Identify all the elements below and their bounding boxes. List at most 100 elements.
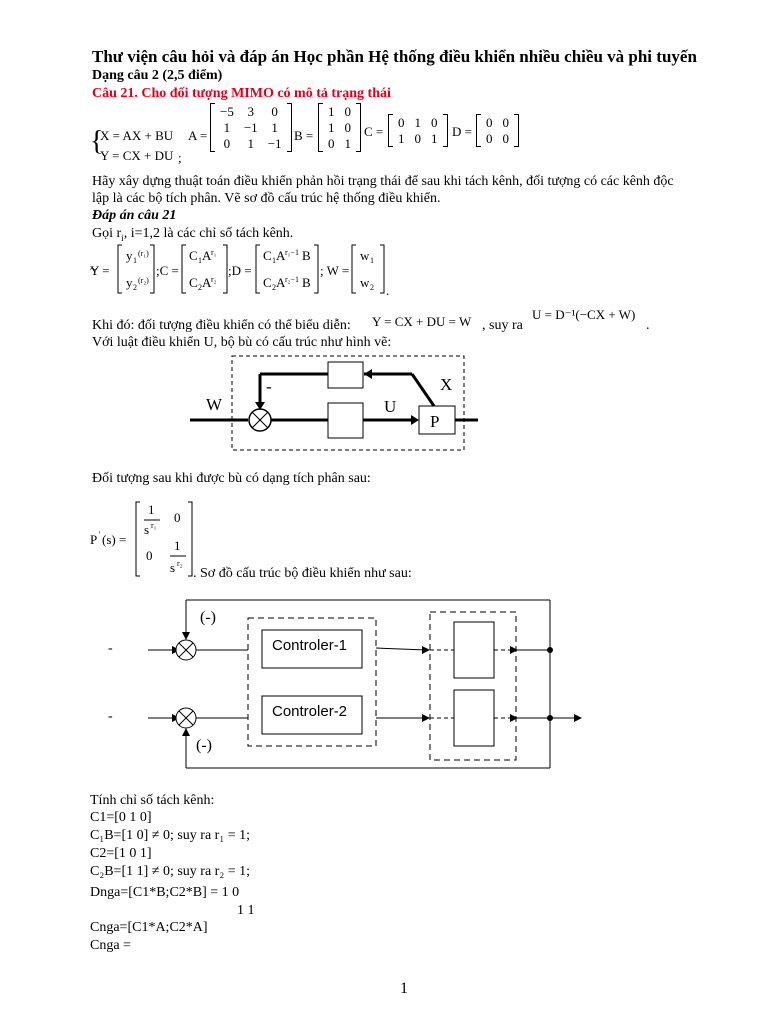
- svg-text:B: B: [302, 275, 311, 290]
- label-w: W: [206, 395, 223, 414]
- C-cell: 1: [398, 130, 405, 146]
- label-x: X: [440, 375, 452, 394]
- page-title: Thư viện câu hỏi và đáp án Học phần Hệ t…: [92, 47, 697, 66]
- matrix-b-label: B =: [294, 128, 314, 143]
- A-cell: 3: [247, 103, 255, 119]
- semicolon: ;: [178, 150, 182, 165]
- question-heading: Câu 21. Cho đối tượng MIMO có mô tả trạn…: [92, 86, 391, 101]
- svg-text:': ': [99, 530, 101, 539]
- svg-text:r₂: r₂: [177, 559, 183, 568]
- plant-block-2: [453, 689, 495, 747]
- A-cell: −1: [243, 119, 258, 135]
- svg-text:(s) =: (s) =: [102, 532, 126, 547]
- controller-2-label: Controler-2: [272, 703, 347, 720]
- svg-text:C: C: [189, 248, 198, 263]
- page-number: 1: [400, 980, 408, 997]
- representation-eq: Y = CX + DU = W: [372, 314, 472, 329]
- brace: {: [90, 126, 104, 157]
- svg-text:1: 1: [370, 256, 374, 265]
- plant-block-1: [453, 621, 495, 679]
- compensator-diagram: W - U X P: [190, 355, 478, 451]
- controller-2-block: [261, 695, 363, 735]
- svg-text:P: P: [90, 532, 97, 547]
- label-minus: -: [266, 377, 272, 396]
- svg-text:0: 0: [146, 548, 153, 563]
- state-equation: X = AX + BU: [100, 128, 174, 143]
- period: .: [646, 318, 650, 333]
- svg-text:s: s: [144, 522, 149, 537]
- dnga-line-2: 1 1: [237, 903, 255, 918]
- svg-text:2: 2: [198, 283, 202, 292]
- matrix-d-label: D =: [452, 124, 472, 139]
- control-law-eq: U = D⁻¹(−CX + W): [532, 307, 636, 322]
- label-u: U: [384, 397, 396, 416]
- label-p: P: [430, 412, 439, 431]
- A-cell: −1: [267, 135, 282, 151]
- A-cell: 0: [271, 103, 278, 119]
- A-cell: 1: [247, 135, 255, 151]
- neg-sign-top: (-): [200, 609, 216, 626]
- neg-sign-bottom: (-): [196, 737, 212, 754]
- svg-text:r₂: r₂: [211, 275, 217, 284]
- cnga-line-2: Cnga =: [90, 938, 131, 953]
- c1b-line: C₁B=[1 0] ≠ 0; suy ra r₁ = 1;: [90, 828, 251, 843]
- svg-text:A: A: [202, 275, 212, 290]
- B-cell: 0: [344, 119, 352, 135]
- cnga-line: Cnga=[C1*A;C2*A]: [90, 920, 208, 935]
- svg-text:; W =: ; W =: [320, 263, 349, 278]
- svg-text:y: y: [126, 275, 133, 290]
- A-cell: 1: [223, 119, 231, 135]
- c2-line: C2=[1 0 1]: [90, 846, 152, 861]
- svg-text:A: A: [202, 248, 212, 263]
- svg-text:r₁: r₁: [151, 521, 157, 530]
- svg-text:2: 2: [272, 283, 276, 292]
- B-cell: 0: [344, 103, 352, 119]
- svg-text:w: w: [360, 275, 370, 290]
- task-text-2: lập là các bộ tích phân. Vẽ sơ đồ cấu tr…: [92, 191, 441, 206]
- feedback-block: [327, 361, 364, 389]
- index-definition: Gọi ri, i=1,2 là các chỉ số tách kênh.: [92, 226, 294, 243]
- svg-text:Y =: Y =: [90, 263, 110, 278]
- svg-text:.: .: [386, 283, 389, 298]
- integral-form-text: Đối tượng sau khi được bù có dạng tích p…: [92, 471, 371, 486]
- A-cell: −5: [220, 103, 234, 119]
- svg-text:;D =: ;D =: [228, 263, 252, 278]
- c2b-line: C₂B=[1 1] ≠ 0; suy ra r₂ = 1;: [90, 864, 251, 879]
- D-cell: 0: [486, 114, 493, 130]
- c1-line: C1=[0 1 0]: [90, 810, 152, 825]
- C-cell: 0: [414, 130, 422, 146]
- matrix-a-label: A =: [188, 128, 208, 143]
- C-cell: 0: [398, 114, 405, 130]
- gain-block: [327, 402, 364, 439]
- svg-text:1: 1: [148, 502, 155, 517]
- svg-text:r₂−1: r₂−1: [285, 275, 299, 284]
- B-cell: 1: [344, 135, 352, 151]
- input-dash-2: -: [108, 709, 113, 724]
- svg-text:1: 1: [198, 256, 202, 265]
- svg-text:y: y: [126, 248, 133, 263]
- B-cell: 1: [328, 103, 335, 119]
- C-cell: 1: [414, 114, 422, 130]
- structure-text: . Sơ đồ cấu trúc bộ điều khiển như sau:: [193, 566, 412, 581]
- svg-text:A: A: [276, 275, 286, 290]
- svg-text:C: C: [263, 275, 272, 290]
- svg-text:A: A: [276, 248, 286, 263]
- controller-diagram: - - (-) (-) Controler-1 Controler-2: [108, 599, 582, 769]
- B-cell: 0: [328, 135, 335, 151]
- controller-1-label: Controler-1: [272, 637, 347, 654]
- section-heading: Dạng câu 2 (2,5 điểm): [92, 68, 223, 83]
- controller-1-block: [261, 629, 363, 669]
- svg-text:C: C: [189, 275, 198, 290]
- representation-text: Khi đó: đối tượng điều khiển có thể biểu…: [92, 318, 351, 333]
- svg-text:r₁: r₁: [211, 248, 217, 257]
- control-law-text: Với luật điều khiển U, bộ bù có cấu trúc…: [92, 335, 392, 350]
- calc-heading: Tính chỉ số tách kênh:: [90, 793, 215, 808]
- matrix-c-label: C =: [364, 124, 384, 139]
- output-equation: Y = CX + DU: [100, 148, 174, 163]
- svg-text:2: 2: [370, 283, 374, 292]
- A-cell: 1: [271, 119, 278, 135]
